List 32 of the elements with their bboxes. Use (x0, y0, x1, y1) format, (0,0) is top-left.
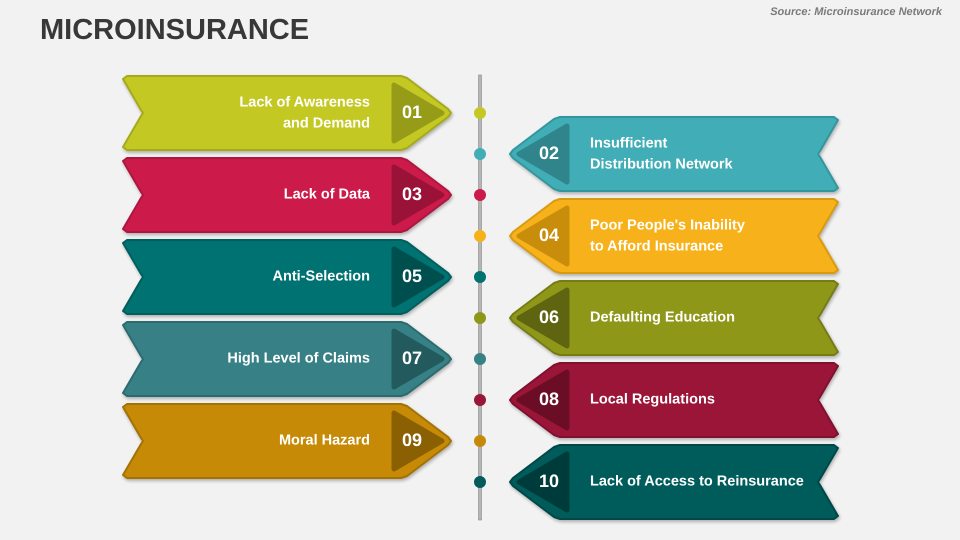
step-number: 09 (402, 430, 422, 452)
step-number: 05 (402, 266, 422, 288)
arrow-banner (508, 280, 840, 356)
banner-label: Moral Hazard (278, 432, 370, 451)
arrow-banner (121, 239, 453, 315)
banner-label: Lack of Data (284, 186, 370, 205)
arrow-banner (121, 157, 453, 233)
step-number: 04 (538, 225, 560, 247)
step-number: 06 (538, 307, 560, 329)
banner-label: High Level of Claims (227, 350, 370, 369)
arrow-banner (121, 403, 453, 479)
step-number: 08 (538, 389, 560, 411)
arrow-banner (508, 198, 840, 274)
step-number: 10 (538, 471, 560, 493)
step-number: 03 (402, 184, 422, 206)
banner-label: Lack of Access to Reinsurance (590, 472, 804, 492)
source-note: Source: Microinsurance Network (770, 6, 942, 20)
banner-label: Lack of Awareness and Demand (238, 93, 370, 133)
banner-label: Defaulting Education (590, 308, 735, 328)
title: MICROINSURANCE (40, 15, 310, 47)
arrow-banner (121, 321, 453, 397)
arrow-banner (508, 444, 840, 520)
arrow-banner (121, 75, 453, 151)
step-number: 07 (402, 348, 422, 370)
arrow-banner (508, 116, 840, 192)
banner-label: Local Regulations (590, 390, 715, 410)
step-number: 02 (538, 143, 560, 165)
banner-label: Insufficient Distribution Network (590, 134, 734, 174)
banner-label: Anti-Selection (272, 268, 370, 287)
step-number: 01 (402, 102, 422, 124)
banner-label: Poor People's Inability to Afford Insurance (590, 216, 746, 256)
arrow-banner (508, 362, 840, 438)
